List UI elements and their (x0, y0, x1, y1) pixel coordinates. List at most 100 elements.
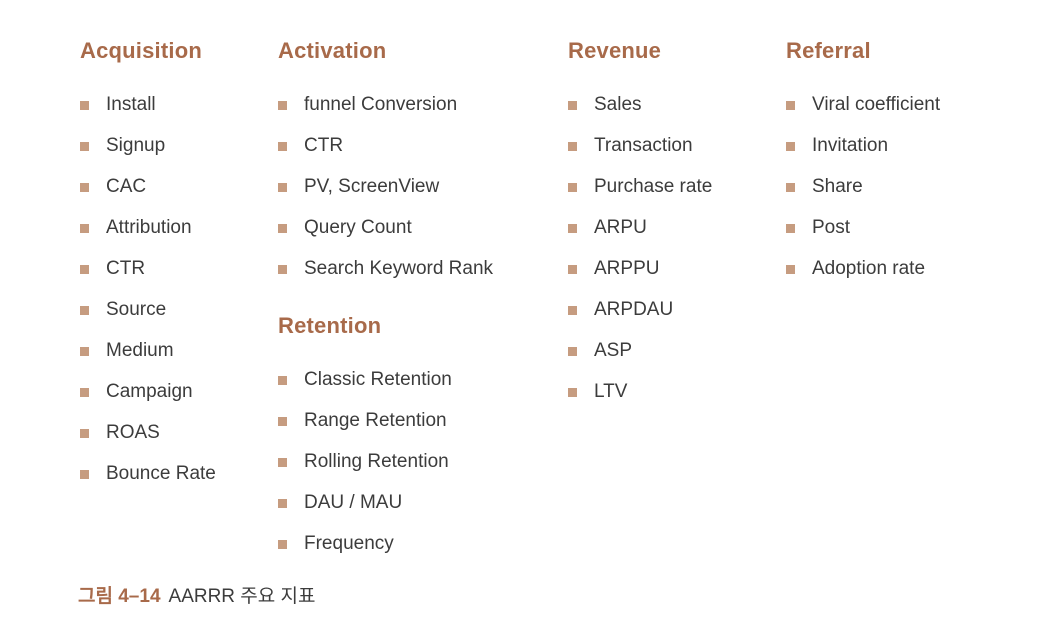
square-bullet-icon (80, 429, 89, 438)
square-bullet-icon (80, 224, 89, 233)
square-bullet-icon (568, 183, 577, 192)
metric-label: Attribution (106, 217, 192, 238)
figure-caption-text: AARRR 주요 지표 (168, 586, 316, 607)
metric-label: Campaign (106, 381, 193, 402)
square-bullet-icon (786, 101, 795, 110)
list-item: Purchase rate (568, 174, 778, 200)
metric-label: Sales (594, 94, 642, 115)
figure-caption: 그림 4–14 AARRR 주요 지표 (78, 584, 316, 610)
metric-label: Bounce Rate (106, 463, 216, 484)
list-item: Query Count (278, 215, 538, 241)
metric-label: Share (812, 176, 863, 197)
metric-label: Purchase rate (594, 176, 713, 197)
metric-label: PV, ScreenView (304, 176, 440, 197)
metric-label: Install (106, 94, 156, 115)
list-item: Rolling Retention (278, 449, 538, 475)
metric-label: Classic Retention (304, 369, 452, 390)
list-item: Adoption rate (786, 256, 1036, 282)
square-bullet-icon (786, 265, 795, 274)
square-bullet-icon (786, 183, 795, 192)
square-bullet-icon (568, 265, 577, 274)
square-bullet-icon (568, 388, 577, 397)
list-item: Range Retention (278, 408, 538, 434)
square-bullet-icon (80, 183, 89, 192)
list-item: Share (786, 174, 1036, 200)
list-item: Bounce Rate (80, 461, 270, 487)
list-item: ARPPU (568, 256, 778, 282)
metric-label: Post (812, 217, 851, 238)
square-bullet-icon (80, 470, 89, 479)
metric-label: CTR (106, 258, 146, 279)
list-item: Frequency (278, 531, 538, 557)
metric-label: ARPU (594, 217, 647, 238)
square-bullet-icon (278, 458, 287, 467)
list-item: Invitation (786, 133, 1036, 159)
square-bullet-icon (568, 224, 577, 233)
section-title-activation: Activation (278, 38, 387, 63)
square-bullet-icon (278, 540, 287, 549)
metric-label: Transaction (594, 135, 693, 156)
list-item: Attribution (80, 215, 270, 241)
list-item: CTR (278, 133, 538, 159)
list-item: Campaign (80, 379, 270, 405)
metric-label: Viral coefficient (812, 94, 941, 115)
list-item: Search Keyword Rank (278, 256, 538, 282)
metric-label: ARPDAU (594, 299, 674, 320)
list-item: Classic Retention (278, 367, 538, 393)
list-item: LTV (568, 379, 778, 405)
square-bullet-icon (278, 499, 287, 508)
list-item: ROAS (80, 420, 270, 446)
section-title-referral: Referral (786, 38, 871, 63)
list-item: DAU / MAU (278, 490, 538, 516)
list-item: PV, ScreenView (278, 174, 538, 200)
metric-label: ARPPU (594, 258, 660, 279)
square-bullet-icon (278, 183, 287, 192)
metric-label: CAC (106, 176, 147, 197)
square-bullet-icon (786, 142, 795, 151)
square-bullet-icon (568, 101, 577, 110)
list-item: Signup (80, 133, 270, 159)
metric-label: Rolling Retention (304, 451, 449, 472)
list-item: CTR (80, 256, 270, 282)
square-bullet-icon (568, 347, 577, 356)
list-item: Medium (80, 338, 270, 364)
list-item: funnel Conversion (278, 92, 538, 118)
metric-label: Signup (106, 135, 166, 156)
square-bullet-icon (278, 417, 287, 426)
square-bullet-icon (80, 265, 89, 274)
list-item: Post (786, 215, 1036, 241)
list-item: Install (80, 92, 270, 118)
section-title-retention: Retention (278, 313, 382, 338)
square-bullet-icon (278, 265, 287, 274)
square-bullet-icon (278, 142, 287, 151)
list-item: ARPDAU (568, 297, 778, 323)
square-bullet-icon (80, 347, 89, 356)
metric-label: ASP (594, 340, 633, 361)
square-bullet-icon (278, 376, 287, 385)
list-item: ASP (568, 338, 778, 364)
metric-label: Query Count (304, 217, 412, 238)
square-bullet-icon (80, 388, 89, 397)
metric-label: Medium (106, 340, 174, 361)
metric-label: DAU / MAU (304, 492, 403, 513)
square-bullet-icon (80, 142, 89, 151)
section-title-revenue: Revenue (568, 38, 662, 63)
list-item: ARPU (568, 215, 778, 241)
metric-label: ROAS (106, 422, 160, 443)
list-item: Transaction (568, 133, 778, 159)
figure-caption-number: 그림 4–14 (78, 586, 161, 607)
list-item: CAC (80, 174, 270, 200)
metric-label: Adoption rate (812, 258, 926, 279)
square-bullet-icon (786, 224, 795, 233)
